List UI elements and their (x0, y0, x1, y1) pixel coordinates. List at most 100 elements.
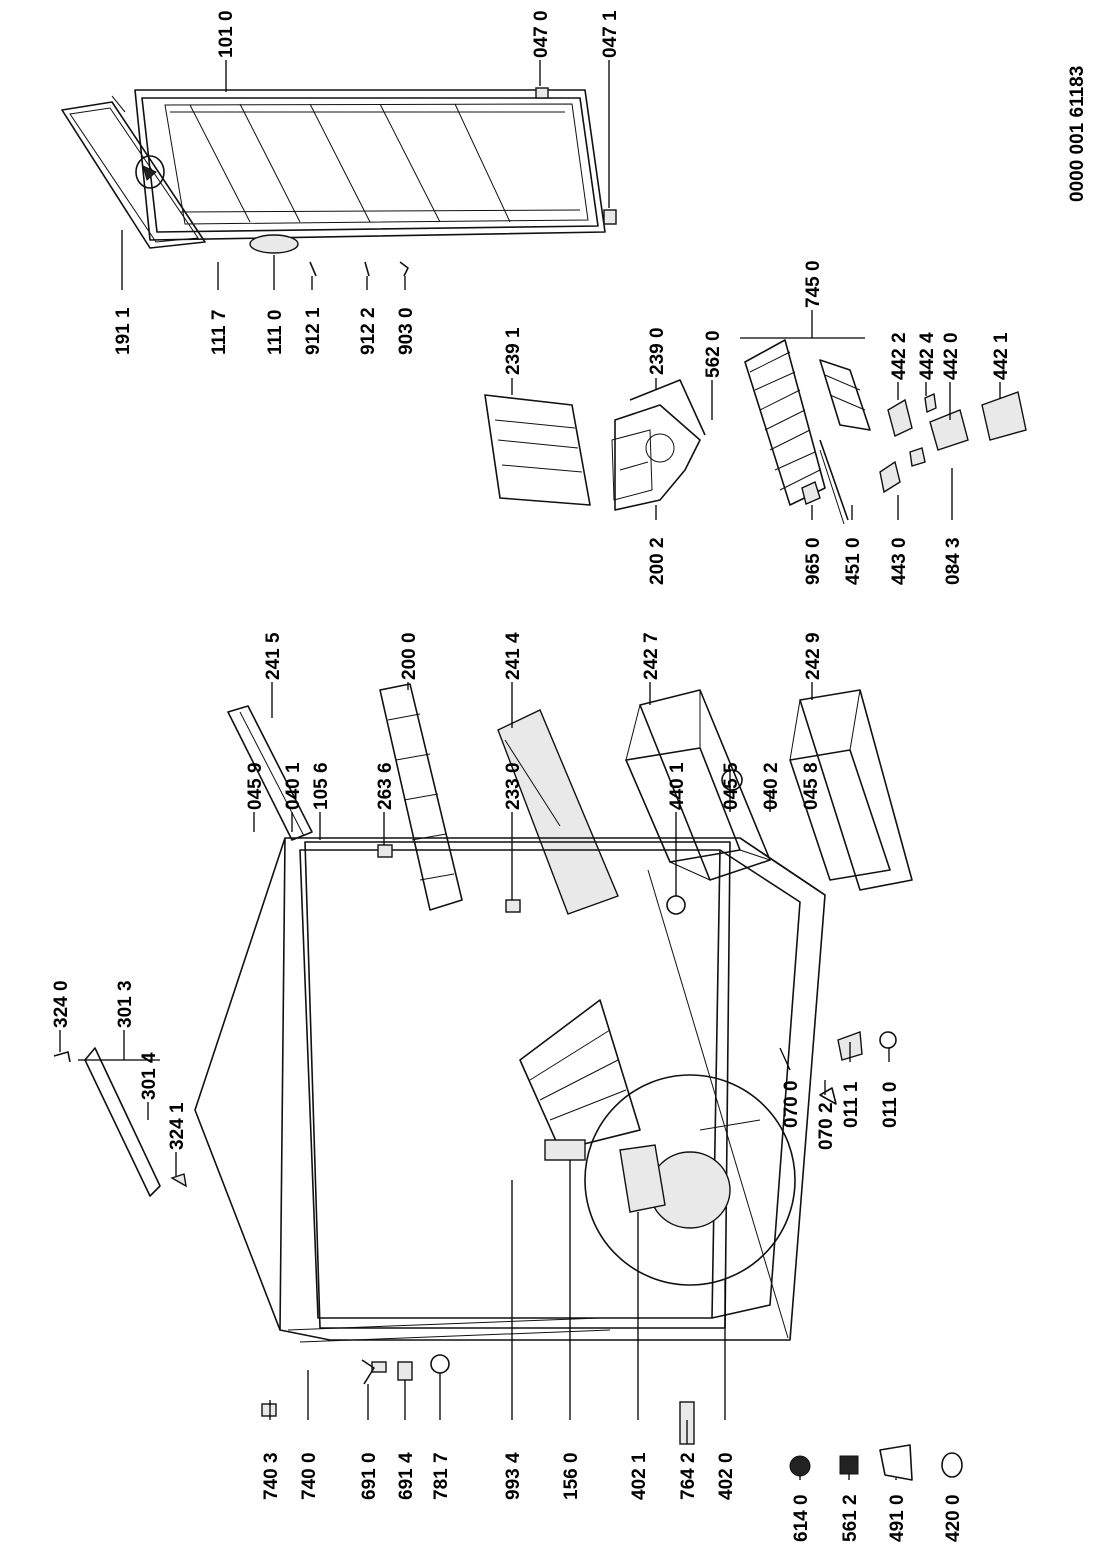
label-040-1: 040 1 (283, 762, 304, 810)
wire-shelf-200-0 (379, 683, 463, 911)
label-200-0: 200 0 (399, 632, 420, 680)
label-301-4: 301 4 (139, 1052, 160, 1100)
label-084-3: 084 3 (943, 537, 964, 585)
cover-241-4 (497, 709, 619, 915)
part-263-6 (377, 844, 393, 858)
part-691-4 (397, 1361, 413, 1381)
label-324-0: 324 0 (51, 980, 72, 1028)
bracket-047-1 (603, 209, 617, 225)
part-011-0 (879, 1031, 897, 1049)
label-105-6: 105 6 (311, 762, 332, 810)
label-301-3: 301 3 (115, 980, 136, 1028)
part-084-3 (909, 447, 926, 467)
bracket-047-0 (535, 87, 549, 99)
part-442-4 (924, 392, 937, 414)
screw-912-2 (364, 261, 370, 277)
label-561-2: 561 2 (840, 1494, 861, 1542)
shelf-241-5 (227, 705, 313, 841)
label-993-4: 993 4 (503, 1452, 524, 1500)
label-239-1: 239 1 (503, 327, 524, 375)
part-614-0 (789, 1455, 811, 1477)
compressor-detail (584, 1074, 796, 1286)
part-442-0 (929, 409, 969, 451)
label-047-0: 047 0 (531, 10, 552, 58)
part-740-3 (261, 1403, 277, 1417)
label-440-1: 440 1 (667, 762, 688, 810)
label-451-0: 451 0 (843, 537, 864, 585)
evaporator (744, 339, 871, 525)
part-040-2 (721, 769, 743, 791)
label-045-5: 045 5 (721, 762, 742, 810)
label-191-1: 191 1 (113, 307, 134, 355)
label-070-2: 070 2 (816, 1102, 837, 1150)
leader-lines (59, 60, 1001, 1480)
label-965-0: 965 0 (803, 537, 824, 585)
label-111-0: 111 0 (265, 310, 286, 355)
part-labels: 101 0 047 0 047 1 191 1 111 7 111 0 912 … (51, 10, 1088, 1542)
label-691-4: 691 4 (396, 1452, 417, 1500)
label-241-5: 241 5 (263, 632, 284, 680)
label-011-1: 011 1 (841, 1081, 862, 1128)
label-912-2: 912 2 (358, 307, 379, 355)
part-965-0 (801, 481, 821, 505)
label-101-0: 101 0 (216, 10, 237, 58)
door-panel (61, 95, 206, 249)
label-045-8: 045 8 (801, 762, 822, 810)
label-040-2: 040 2 (761, 762, 782, 810)
label-070-0: 070 0 (781, 1080, 802, 1128)
grille-detail (519, 999, 641, 1161)
label-402-0: 402 0 (716, 1452, 737, 1500)
hinge-part (249, 234, 299, 254)
part-420-0 (941, 1452, 963, 1478)
part-561-2 (839, 1455, 859, 1475)
label-562-0: 562 0 (703, 330, 724, 378)
cabinet-body (194, 837, 826, 1373)
label-233-0: 233 0 (503, 762, 524, 810)
label-402-1: 402 1 (629, 1452, 650, 1500)
label-781-7: 781 7 (431, 1452, 452, 1500)
label-442-4: 442 4 (917, 332, 938, 380)
label-111-7: 111 7 (209, 310, 230, 355)
label-242-9: 242 9 (803, 632, 824, 680)
document-id: 0000 001 61183 (1067, 66, 1088, 202)
pin-903-0 (399, 261, 409, 277)
label-242-7: 242 7 (641, 632, 662, 680)
label-740-0: 740 0 (299, 1452, 320, 1500)
part-drawings (53, 87, 1027, 1481)
drawer-242-9 (789, 689, 913, 891)
part-233-0 (505, 899, 521, 913)
label-491-0: 491 0 (887, 1494, 908, 1542)
part-781-7 (430, 1354, 450, 1374)
part-324-1 (170, 1173, 187, 1188)
label-691-0: 691 0 (359, 1452, 380, 1500)
label-614-0: 614 0 (791, 1494, 812, 1542)
label-239-0: 239 0 (647, 327, 668, 375)
label-241-4: 241 4 (503, 632, 524, 680)
part-070-2 (819, 1087, 837, 1105)
label-045-9: 045 9 (245, 762, 266, 810)
label-442-0: 442 0 (941, 332, 962, 380)
label-442-1: 442 1 (991, 332, 1012, 380)
control-housing (614, 404, 701, 511)
part-443-0 (879, 460, 901, 494)
door-assembly (134, 89, 606, 241)
label-764-2: 764 2 (678, 1452, 699, 1500)
label-740-3: 740 3 (261, 1452, 282, 1500)
screw-912-1 (309, 261, 317, 277)
drawer-242-7 (625, 689, 771, 881)
part-491-0 (879, 1444, 913, 1481)
label-903-0: 903 0 (396, 307, 417, 355)
part-442-2 (887, 398, 913, 437)
label-047-1: 047 1 (600, 10, 621, 58)
part-691-0 (361, 1359, 375, 1385)
label-443-0: 443 0 (889, 537, 910, 585)
label-011-0: 011 0 (880, 1082, 901, 1129)
label-200-2: 200 2 (647, 537, 668, 585)
part-324-0 (53, 1051, 71, 1063)
label-442-2: 442 2 (889, 332, 910, 380)
label-745-0: 745 0 (803, 260, 824, 308)
label-420-0: 420 0 (943, 1494, 964, 1542)
rail-301-3 (84, 1047, 161, 1197)
part-442-1 (981, 391, 1027, 441)
